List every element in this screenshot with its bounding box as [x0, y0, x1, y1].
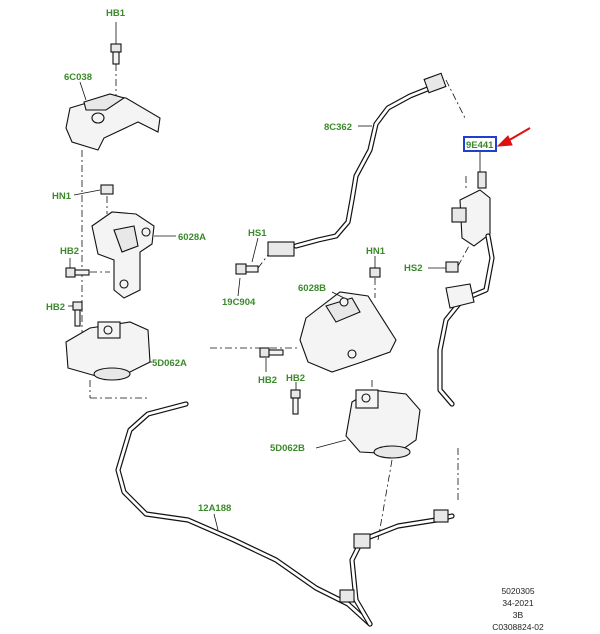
label-hb2-top: HB2: [60, 246, 79, 257]
label-5d062a: 5D062A: [152, 358, 187, 369]
highlight-box-9e441: [463, 136, 497, 152]
label-9e441: 9E441: [466, 140, 494, 151]
engine-mount-5d062b-part: [315, 389, 421, 459]
label-6028b: 6028B: [298, 283, 326, 294]
footer-line-4: C0308824-02: [492, 622, 544, 632]
label-hb2-left: HB2: [46, 302, 65, 313]
label-6c038: 6C038: [64, 72, 92, 83]
heat-shield-6c038-part: [65, 81, 161, 151]
bolt-hb2-lower-part: [68, 301, 83, 327]
label-hb2-mid2: HB2: [286, 373, 305, 384]
footer-line-1: 5020305: [501, 586, 534, 596]
bolt-hb2-mid-part: [259, 347, 284, 372]
bolt-hb2-mid2-part: [290, 382, 301, 415]
label-8c362: 8C362: [324, 122, 352, 133]
label-12a188: 12A188: [198, 503, 231, 514]
label-5d062b: 5D062B: [270, 443, 305, 454]
label-hs1: HS1: [248, 228, 267, 239]
label-hb1: HB1: [106, 8, 126, 19]
bracket-6028b-part: [299, 291, 397, 373]
bracket-6028a-part: [91, 211, 176, 299]
footer-line-3: 3B: [513, 610, 524, 620]
nut-hn1-left-part: [73, 184, 114, 214]
vacuum-tube-12a188-part: [115, 401, 455, 627]
nut-hn1-mid-part: [369, 256, 381, 298]
label-19c904: 19C904: [222, 297, 256, 308]
label-6028a: 6028A: [178, 232, 206, 243]
label-hs2: HS2: [404, 263, 422, 274]
label-hn1-left: HN1: [52, 191, 72, 202]
bolt-hb2-upper-part: [65, 258, 110, 278]
label-hn1-mid: HN1: [366, 246, 386, 257]
coolant-tube-8c362-part: [267, 72, 447, 257]
bolt-hb1-part: [110, 22, 122, 96]
label-hb2-mid: HB2: [258, 375, 277, 386]
sensor-9e441-part: [437, 150, 495, 407]
footer-line-2: 34-2021: [502, 598, 533, 608]
red-arrow-icon: [496, 127, 531, 147]
engine-mount-5d062a-part: [65, 321, 152, 381]
screw-19c904-part: [235, 237, 269, 297]
clip-hs2-part: [428, 243, 471, 273]
